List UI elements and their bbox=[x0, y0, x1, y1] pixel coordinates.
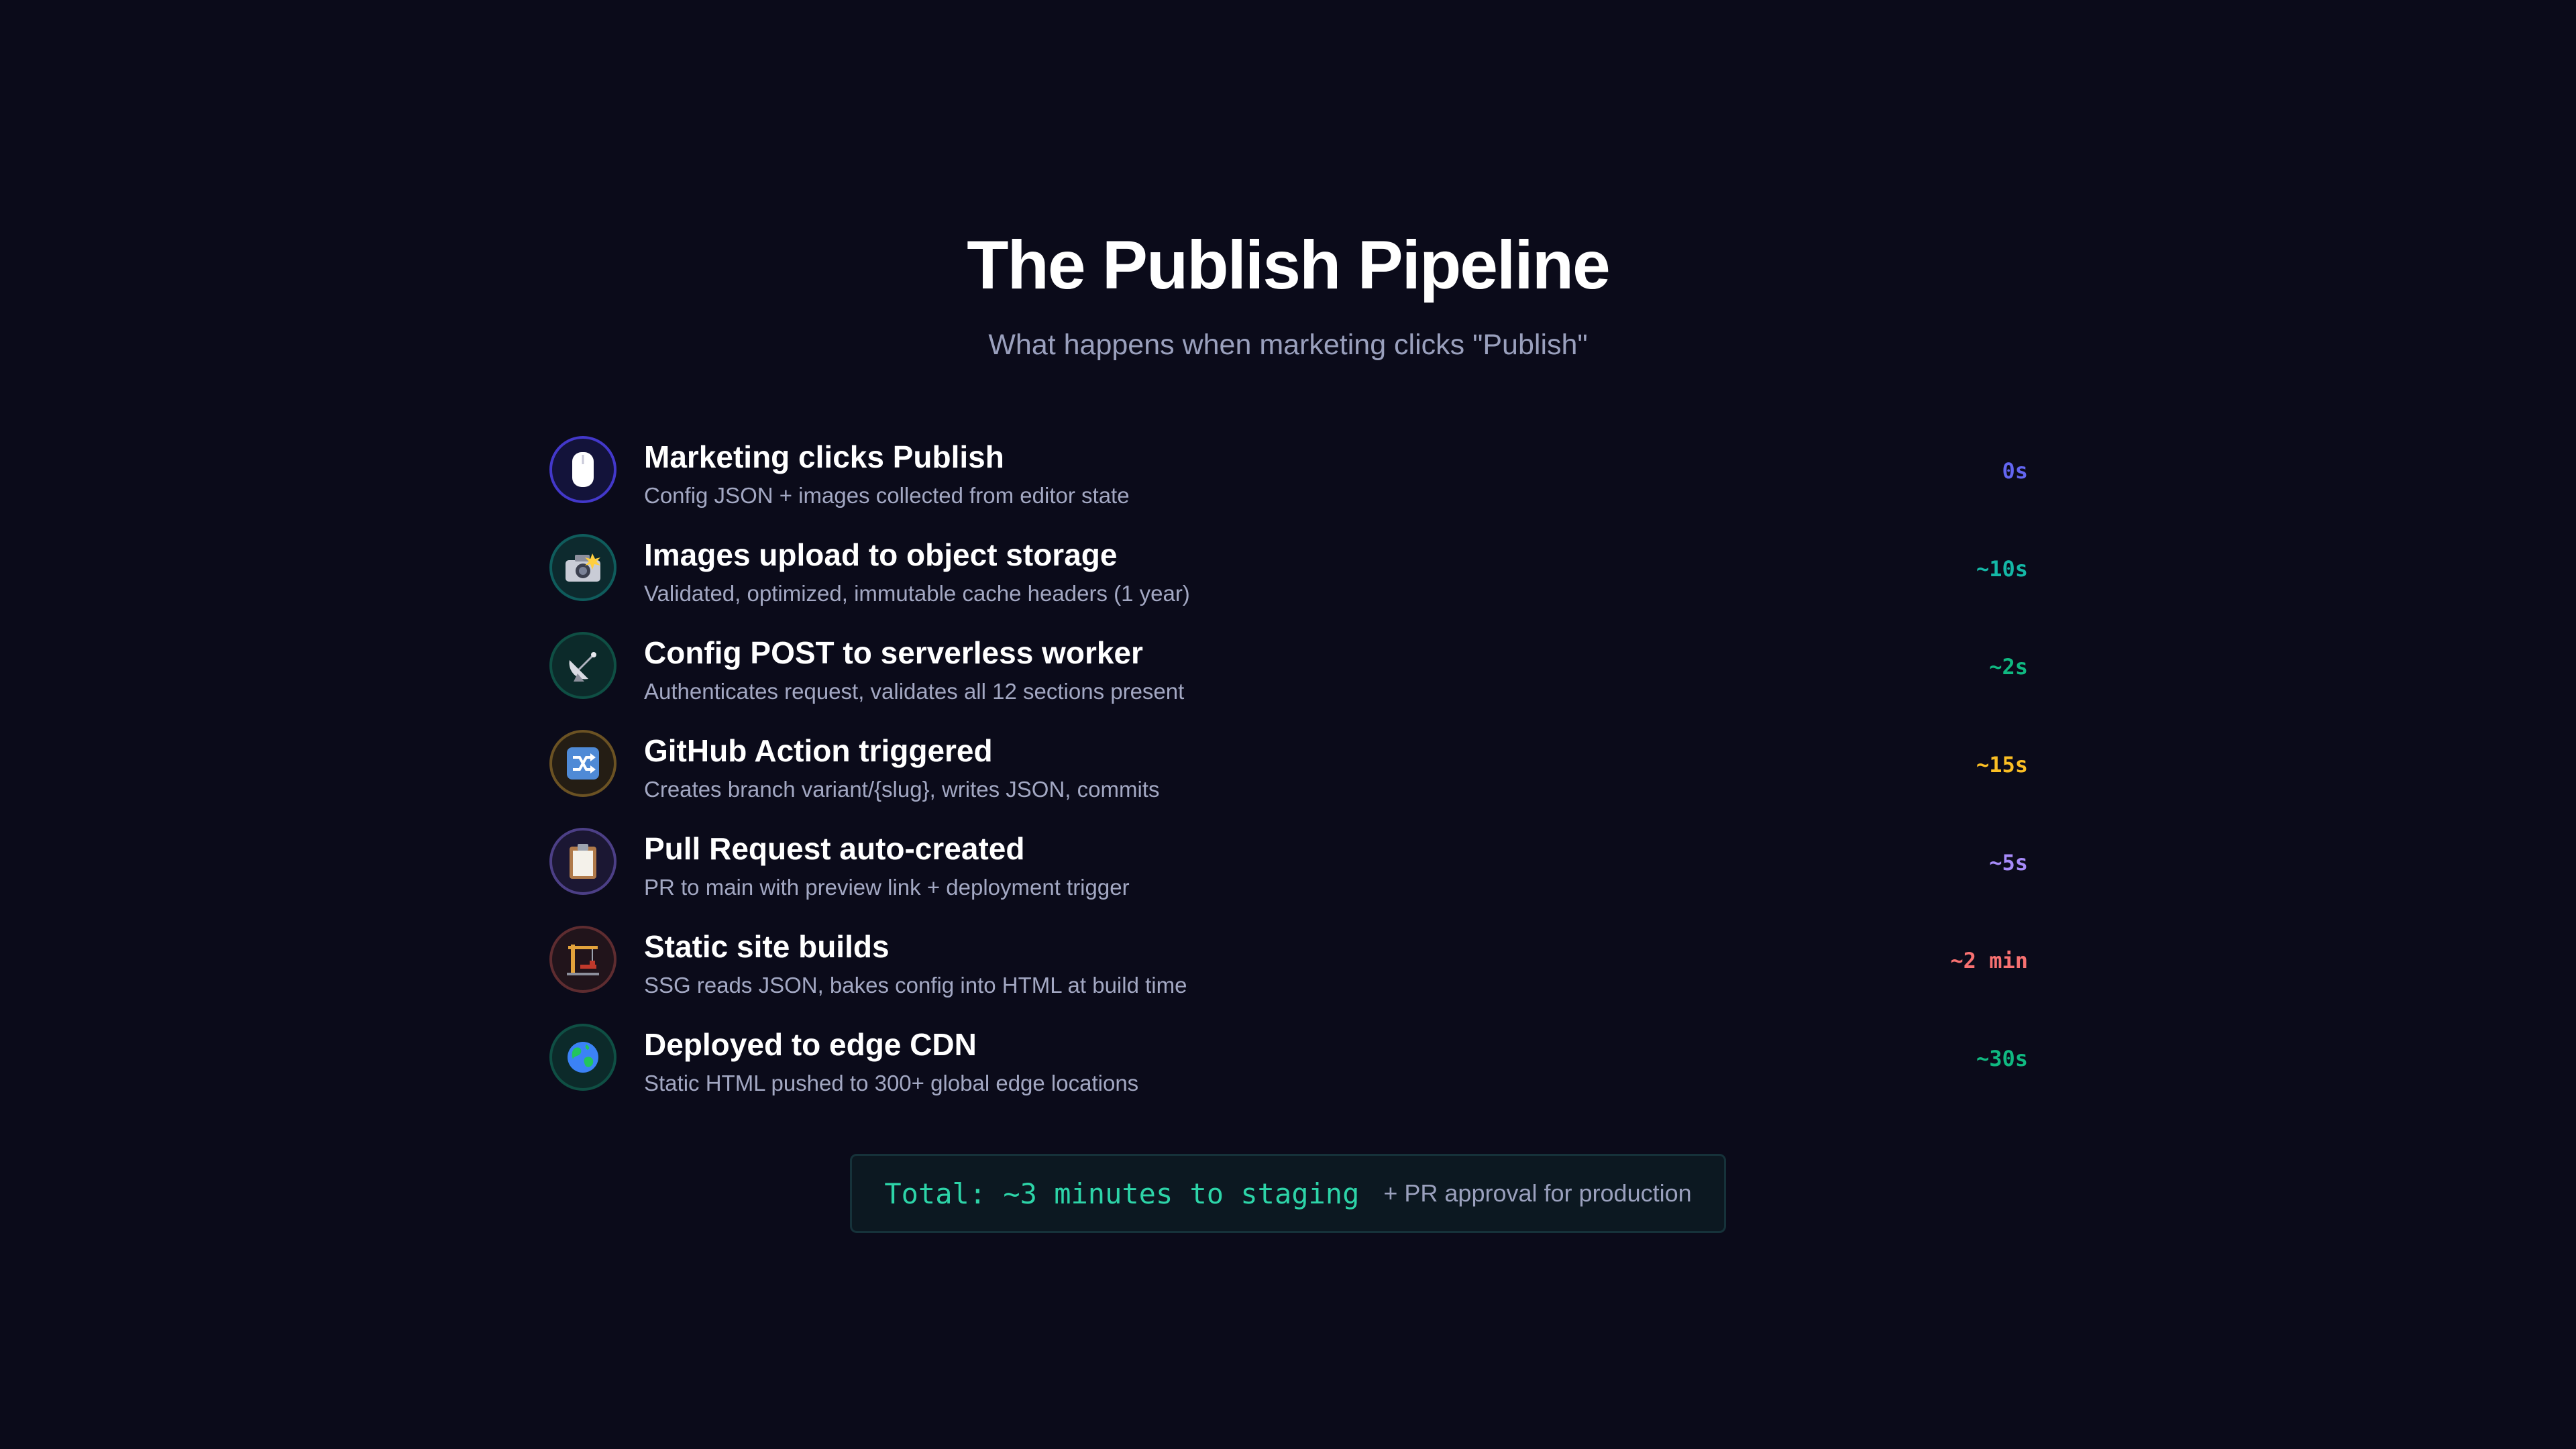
mouse-icon bbox=[549, 436, 616, 503]
clipboard-icon bbox=[549, 828, 616, 895]
step-title: Config POST to serverless worker bbox=[644, 635, 1143, 670]
step-title: Marketing clicks Publish bbox=[644, 439, 1004, 474]
pipeline-step: Config POST to serverless worker Authent… bbox=[548, 632, 2028, 730]
pipeline-step: Deployed to edge CDN Static HTML pushed … bbox=[548, 1024, 2028, 1122]
satellite-dish-icon bbox=[549, 632, 616, 699]
shuffle-icon bbox=[549, 730, 616, 797]
step-title: Images upload to object storage bbox=[644, 537, 1118, 572]
step-duration: ~10s bbox=[1976, 556, 2028, 582]
step-title: Deployed to edge CDN bbox=[644, 1027, 977, 1062]
step-duration: 0s bbox=[2002, 458, 2028, 484]
step-title: Pull Request auto-created bbox=[644, 831, 1025, 866]
total-time: Total: ~3 minutes to staging bbox=[884, 1177, 1360, 1210]
step-description: Creates branch variant/{slug}, writes JS… bbox=[644, 777, 1160, 802]
pipeline-step: Images upload to object storage Validate… bbox=[548, 534, 2028, 632]
step-description: Static HTML pushed to 300+ global edge l… bbox=[644, 1071, 1139, 1095]
pipeline-step: Static site builds SSG reads JSON, bakes… bbox=[548, 926, 2028, 1024]
step-description: PR to main with preview link + deploymen… bbox=[644, 875, 1130, 900]
step-description: SSG reads JSON, bakes config into HTML a… bbox=[644, 973, 1187, 998]
step-title: GitHub Action triggered bbox=[644, 733, 993, 768]
step-duration: ~2s bbox=[1989, 654, 2028, 680]
step-title: Static site builds bbox=[644, 929, 890, 964]
camera-icon bbox=[549, 534, 616, 601]
step-duration: ~30s bbox=[1976, 1046, 2028, 1071]
pipeline-steps: Marketing clicks Publish Config JSON + i… bbox=[548, 436, 2028, 1122]
step-description: Authenticates request, validates all 12 … bbox=[644, 679, 1185, 704]
pipeline-step: Marketing clicks Publish Config JSON + i… bbox=[548, 436, 2028, 534]
step-duration: ~5s bbox=[1989, 850, 2028, 875]
total-summary: Total: ~3 minutes to staging + PR approv… bbox=[850, 1154, 1726, 1233]
globe-icon bbox=[549, 1024, 616, 1091]
pipeline-step: Pull Request auto-created PR to main wit… bbox=[548, 828, 2028, 926]
step-duration: ~2 min bbox=[1950, 948, 2028, 973]
crane-icon bbox=[549, 926, 616, 993]
page-title: The Publish Pipeline bbox=[967, 227, 1611, 303]
step-description: Validated, optimized, immutable cache he… bbox=[644, 581, 1190, 606]
page-subtitle: What happens when marketing clicks "Publ… bbox=[988, 329, 1588, 361]
step-description: Config JSON + images collected from edit… bbox=[644, 483, 1130, 508]
step-duration: ~15s bbox=[1976, 752, 2028, 777]
total-note: + PR approval for production bbox=[1383, 1179, 1692, 1207]
pipeline-step: GitHub Action triggered Creates branch v… bbox=[548, 730, 2028, 828]
